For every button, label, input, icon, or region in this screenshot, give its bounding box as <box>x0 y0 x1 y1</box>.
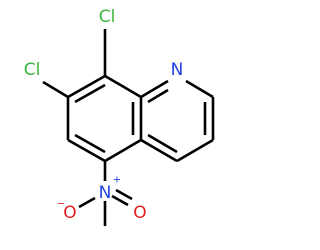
bond-c4-c4a-inner <box>147 133 178 154</box>
atom-cl-7: Cl <box>24 60 41 80</box>
atom-n-nitro: N <box>99 183 112 203</box>
bond-c8a-n1 <box>140 79 169 99</box>
atom-n-1: N <box>171 60 184 80</box>
charge-plus: + <box>113 175 121 186</box>
bond-n1-c2 <box>185 79 214 99</box>
atom-labels: Cl Cl N N + O − O <box>24 7 184 223</box>
bonds <box>42 29 215 226</box>
bond-c8-c8a <box>104 74 142 99</box>
bond-c7-c8 <box>67 74 106 99</box>
bond-c5-c6 <box>67 138 106 163</box>
atom-cl-8: Cl <box>99 7 116 27</box>
atom-o-right: O <box>133 203 146 223</box>
bond-c4a-c5 <box>104 138 142 163</box>
charge-minus: − <box>57 199 65 210</box>
bond-c7-cl <box>42 80 69 99</box>
bond-c4-c4a <box>140 138 178 163</box>
bond-c7-c8-inner <box>74 83 106 104</box>
bond-c5-c6-inner <box>74 133 106 154</box>
bond-c8a-n1-inner <box>147 88 169 104</box>
bond-c3-c4 <box>176 138 214 163</box>
quinoline-structure-diagram: Cl Cl N N + O − O <box>24 7 215 226</box>
atom-o-minus: O <box>63 203 76 223</box>
bond-nnitro-o-right-a <box>111 194 129 207</box>
bond-nnitro-o-left <box>78 196 96 209</box>
bond-nnitro-o-right-b <box>115 188 133 201</box>
